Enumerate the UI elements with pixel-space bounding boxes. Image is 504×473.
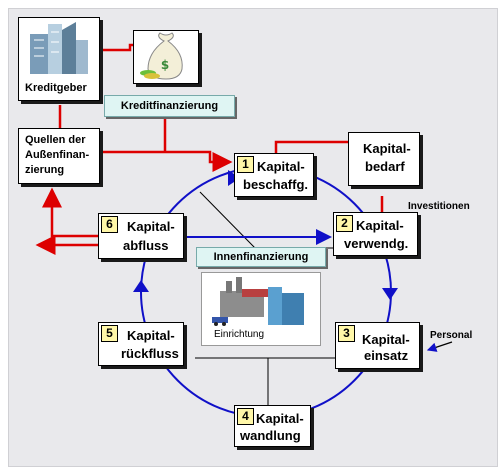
facility-box: Einrichtung bbox=[201, 272, 321, 346]
step-3-box: 3 Kapital- einsatz bbox=[335, 322, 420, 369]
money-bag-icon: $ bbox=[140, 32, 183, 80]
factory-buildings-icon bbox=[202, 273, 320, 331]
money-bag-box: $ bbox=[133, 30, 199, 84]
step-4-line2: wandlung bbox=[240, 428, 301, 443]
step-1-line1: Kapital- bbox=[257, 159, 305, 174]
step-5-line1: Kapital- bbox=[127, 328, 175, 343]
step-5-box: 5 Kapital- rückfluss bbox=[98, 322, 184, 366]
capital-need-line1: Kapital- bbox=[363, 141, 411, 156]
facility-label: Einrichtung bbox=[214, 329, 265, 340]
step-5-line2: rückfluss bbox=[121, 346, 179, 361]
step-6-number: 6 bbox=[101, 216, 118, 233]
step-2-box: 2 Kapital- verwendg. bbox=[333, 212, 418, 256]
cycle-arrowhead-left bbox=[133, 280, 149, 292]
step-2-line1: Kapital- bbox=[356, 218, 404, 233]
step-1-number: 1 bbox=[237, 156, 254, 173]
capital-need-line2: bedarf bbox=[365, 159, 405, 174]
flow-bedarf-beschaffung bbox=[274, 140, 348, 153]
step-6-line2: abfluss bbox=[123, 238, 169, 253]
cycle-arrowhead-right bbox=[382, 288, 398, 300]
internal-finance-label: Innenfinanzierung bbox=[196, 247, 326, 267]
flow-sources-beschaffung bbox=[100, 150, 233, 172]
credit-finance-label: Kreditfinanzierung bbox=[104, 95, 235, 117]
step-6-box: 6 Kapital- abfluss bbox=[98, 213, 184, 259]
external-sources-box: Quellen der Außenfinan- zierung bbox=[18, 128, 100, 184]
creditor-label: Kreditgeber bbox=[25, 82, 87, 94]
step-1-line2: beschaffg. bbox=[243, 177, 309, 192]
step-3-line2: einsatz bbox=[364, 348, 409, 363]
arrow-personal bbox=[426, 341, 453, 352]
step-2-line2: verwendg. bbox=[344, 236, 409, 251]
city-skyline-icon bbox=[30, 22, 88, 74]
step-4-number: 4 bbox=[237, 408, 254, 425]
svg-text:$: $ bbox=[161, 58, 169, 72]
step-1-box: 1 Kapital- beschaffg. bbox=[234, 153, 314, 197]
step-3-line1: Kapital- bbox=[362, 332, 410, 347]
capital-need-box: Kapital- bedarf bbox=[348, 132, 420, 186]
step-4-line1: Kapital- bbox=[256, 411, 304, 426]
creditor-box: Kreditgeber bbox=[18, 17, 100, 101]
investments-label: Investitionen bbox=[408, 201, 470, 212]
step-4-box: 4 Kapital- wandlung bbox=[234, 405, 311, 447]
step-5-number: 5 bbox=[101, 325, 118, 342]
step-6-line1: Kapital- bbox=[127, 219, 175, 234]
external-sources-line1: Quellen der bbox=[25, 134, 86, 146]
external-sources-line2: Außenfinan- bbox=[25, 149, 90, 161]
flow-abfluss-sources bbox=[42, 187, 98, 238]
personnel-label: Personal bbox=[430, 330, 473, 341]
step-3-number: 3 bbox=[338, 325, 355, 342]
step-2-number: 2 bbox=[336, 215, 353, 232]
external-sources-line3: zierung bbox=[25, 164, 65, 176]
link-beschaffung-innen bbox=[199, 191, 256, 249]
